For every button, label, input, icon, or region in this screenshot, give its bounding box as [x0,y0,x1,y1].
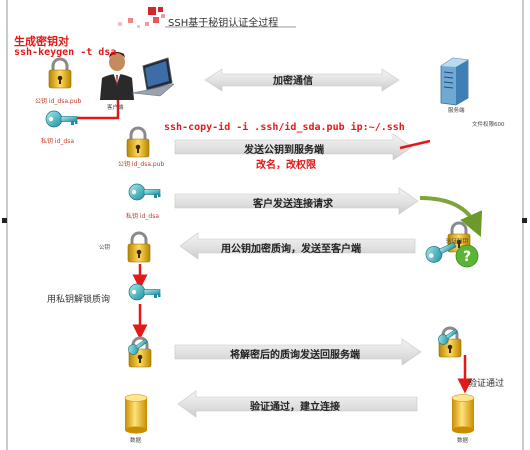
lock-icon [126,126,150,158]
lock-icon [48,57,72,89]
red-arrow-client [68,84,126,120]
step-challenge-label: 用公钥加密质询，发送至客户端 [221,244,361,255]
key-icon [128,183,161,201]
step-send-pubkey-label: 发送公钥到服务端 [244,145,324,156]
unlock-private-label: 用私钥解锁质询 [47,295,111,305]
page-title: SSH基于秘钥认证全过程 [168,18,279,29]
generate-command: ssh-keygen -t dsa [14,47,117,58]
green-curved-arrow [419,196,483,237]
arrow-send-back [174,338,422,366]
red-arrow-server [399,139,431,150]
question-icon: ? [455,244,479,268]
private-key-label-1: 私钥 id_dsa [41,138,74,145]
lock-icon [127,231,151,263]
step-send-back-label: 将解密后的质询发送回服务端 [230,350,360,361]
step-established-label: 验证通过，建立连接 [250,402,340,413]
server-label: 服务端 [448,108,465,114]
database-icon [124,394,148,434]
verify-pass-label: 验证通过 [468,379,505,389]
double-arrow-encrypted [204,68,400,92]
public-key-label-3: 公钥 [99,245,111,251]
arrow-send-pubkey [174,133,413,161]
key-in-lock-icon [128,338,148,355]
title-decoration [118,7,296,28]
key-icon [45,110,78,128]
copy-command: ssh-copy-id -i .ssh/id_sda.pub ip:~/.ssh [164,122,405,133]
step-request-label: 客户发送连接请求 [253,199,333,210]
client-label: 客户端 [107,105,124,111]
key-in-lock-icon [438,328,458,345]
arrow-request [174,187,419,215]
database-icon [451,394,475,434]
generate-title: 生成密钥对 [14,35,69,48]
arrow-challenge [179,232,416,260]
arrow-established [177,390,418,418]
public-key-label-2: 公钥 id_dsa.pub [118,161,165,168]
server-icon [440,57,469,106]
verify-secret-label: 验证秘钥 [446,239,469,245]
data-label-left: 数据 [130,438,142,444]
file-permission-note: 文件权限600 [472,122,505,128]
private-key-label-2: 私钥 id_dsa [126,213,159,220]
right-handle [522,218,527,223]
key-icon [425,241,457,263]
laptop-icon [131,57,175,97]
public-key-label-1: 公钥 id_dsa.pub [35,98,82,105]
user-icon [100,52,134,100]
data-label-right: 数据 [457,438,469,444]
step-encrypted-label: 加密通信 [273,76,313,87]
rename-note: 改名，改权限 [256,160,316,171]
svg-text:?: ? [463,249,471,265]
key-icon [128,283,161,301]
left-handle [2,218,7,223]
